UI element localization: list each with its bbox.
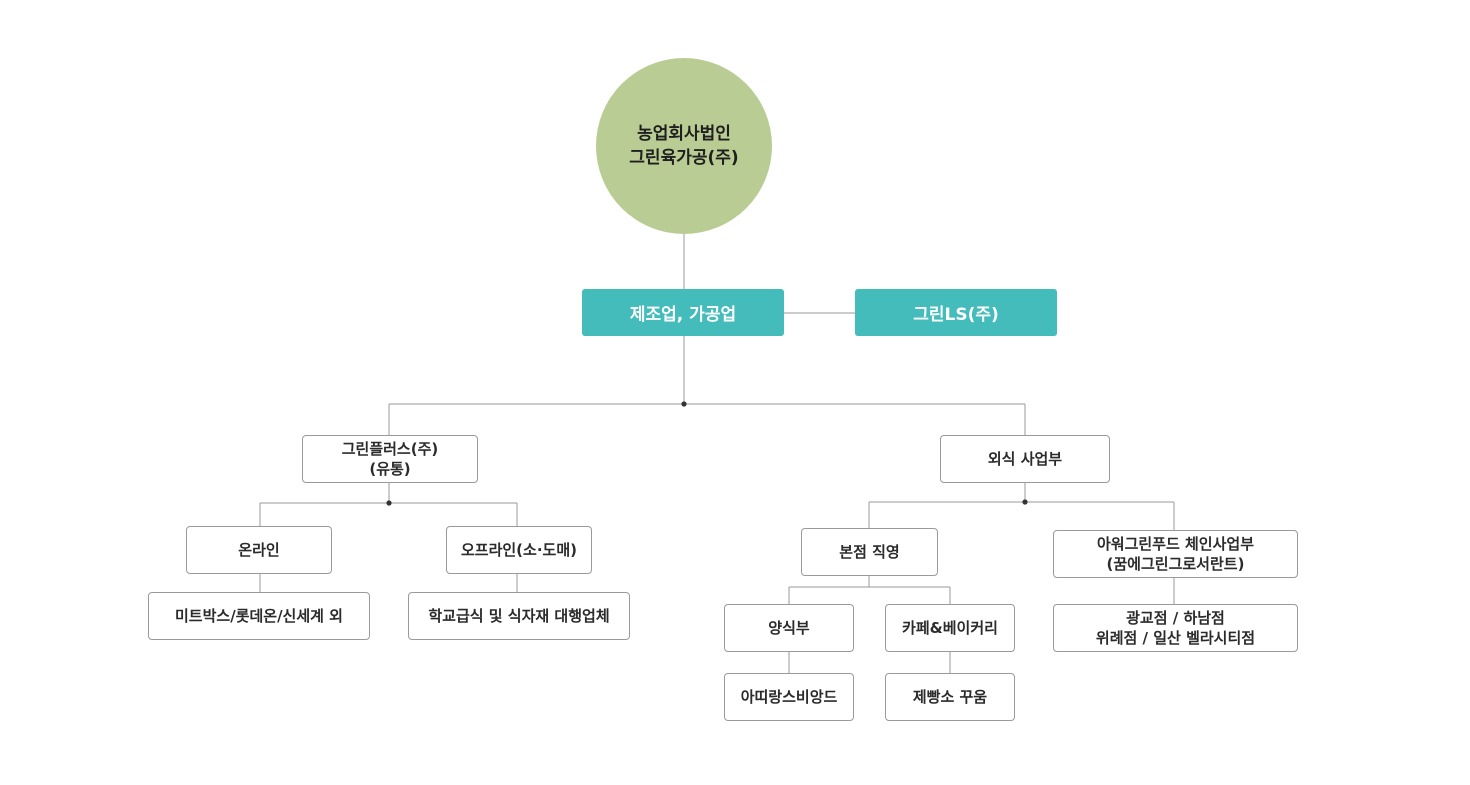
- western-food-detail-label: 아띠랑스비앙드: [740, 688, 838, 706]
- head-office-box: 본점 직영: [801, 528, 938, 576]
- manufacturing-box: 제조업, 가공업: [582, 289, 784, 336]
- chain-business-line1: 아워그린푸드 체인사업부: [1096, 535, 1255, 553]
- chain-business-line2: (꿈에그린그로서란트): [1106, 555, 1245, 573]
- junction-dot: [681, 401, 687, 407]
- offline-box: 오프라인(소·도매): [446, 526, 592, 574]
- junction-dot: [1022, 499, 1028, 505]
- green-plus-line1: 그린플러스(주): [341, 440, 439, 458]
- western-food-label: 양식부: [768, 619, 810, 637]
- green-plus-box: 그린플러스(주) (유통): [302, 435, 478, 483]
- cafe-bakery-label: 카페&베이커리: [902, 619, 998, 637]
- food-service-label: 외식 사업부: [987, 450, 1063, 468]
- online-detail-label: 미트박스/롯데온/신세계 외: [175, 607, 343, 625]
- head-office-label: 본점 직영: [839, 543, 900, 561]
- western-food-detail-box: 아띠랑스비앙드: [724, 673, 854, 721]
- online-detail-box: 미트박스/롯데온/신세계 외: [148, 592, 370, 640]
- chain-stores-box: 광교점 / 하남점 위례점 / 일산 벨라시티점: [1053, 604, 1298, 652]
- offline-detail-label: 학교급식 및 식자재 대행업체: [428, 607, 610, 625]
- food-service-box: 외식 사업부: [940, 435, 1110, 483]
- manufacturing-label: 제조업, 가공업: [629, 305, 737, 325]
- root-company-circle: 농업회사법인 그린육가공(주): [596, 58, 772, 234]
- offline-label: 오프라인(소·도매): [460, 541, 577, 559]
- junction-dot: [386, 500, 392, 506]
- chain-business-box: 아워그린푸드 체인사업부 (꿈에그린그로서란트): [1053, 530, 1298, 578]
- cafe-bakery-detail-label: 제빵소 꾸움: [912, 688, 988, 706]
- cafe-bakery-detail-box: 제빵소 꾸움: [885, 673, 1015, 721]
- green-ls-box: 그린LS(주): [855, 289, 1057, 336]
- green-plus-line2: (유통): [369, 460, 411, 478]
- root-name-line2: 그린육가공(주): [629, 148, 739, 168]
- cafe-bakery-box: 카페&베이커리: [885, 604, 1015, 652]
- western-food-box: 양식부: [724, 604, 854, 652]
- green-ls-label: 그린LS(주): [913, 305, 999, 325]
- online-label: 온라인: [238, 541, 280, 559]
- offline-detail-box: 학교급식 및 식자재 대행업체: [408, 592, 630, 640]
- chain-stores-line2: 위례점 / 일산 벨라시티점: [1095, 629, 1256, 647]
- chain-stores-line1: 광교점 / 하남점: [1126, 609, 1225, 627]
- online-box: 온라인: [186, 526, 332, 574]
- root-name-line1: 농업회사법인: [637, 124, 731, 144]
